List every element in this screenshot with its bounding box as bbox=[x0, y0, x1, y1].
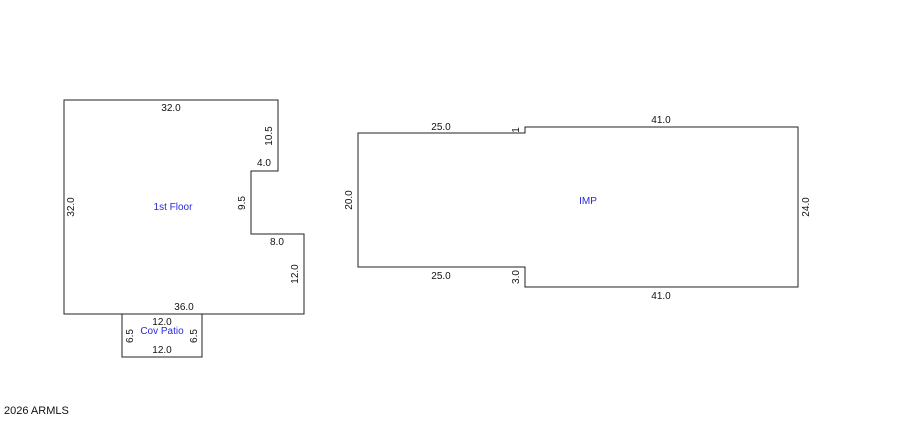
imp-label: IMP bbox=[579, 196, 597, 207]
first-floor-dim-notch-top: 4.0 bbox=[257, 158, 271, 169]
first-floor-dim-notch-bottom: 8.0 bbox=[270, 237, 284, 248]
imp-dim-right: 24.0 bbox=[801, 197, 812, 217]
cov-patio-dim-bottom: 12.0 bbox=[152, 345, 172, 356]
imp-dim-top-right: 41.0 bbox=[651, 115, 671, 126]
cov-patio-dim-right: 6.5 bbox=[189, 329, 200, 343]
first-floor-dim-right-lower: 12.0 bbox=[290, 264, 301, 284]
copyright-notice: 2026 ARMLS bbox=[4, 405, 69, 417]
imp-dim-bottom-left: 25.0 bbox=[431, 271, 451, 282]
first-floor-dim-notch-side: 9.5 bbox=[237, 196, 248, 210]
cov-patio-label: Cov Patio bbox=[140, 326, 184, 337]
imp-dim-bottom-right: 41.0 bbox=[651, 291, 671, 302]
imp-dim-left: 20.0 bbox=[344, 190, 355, 210]
first-floor-dim-bottom: 36.0 bbox=[174, 302, 194, 313]
cov-patio-outline bbox=[121, 313, 203, 358]
first-floor-dim-right-upper: 10.5 bbox=[264, 126, 275, 146]
cov-patio-dim-top: 12.0 bbox=[152, 317, 172, 328]
first-floor-dim-top: 32.0 bbox=[161, 103, 181, 114]
first-floor-dim-left: 32.0 bbox=[66, 197, 77, 217]
imp-dim-top-left: 25.0 bbox=[431, 122, 451, 133]
imp-dim-step-up: 1 bbox=[511, 127, 522, 133]
imp-dim-step-down: 3.0 bbox=[511, 270, 522, 284]
first-floor-label: 1st Floor bbox=[154, 202, 194, 213]
imp-outline bbox=[357, 126, 799, 288]
cov-patio-dim-left: 6.5 bbox=[125, 329, 136, 343]
